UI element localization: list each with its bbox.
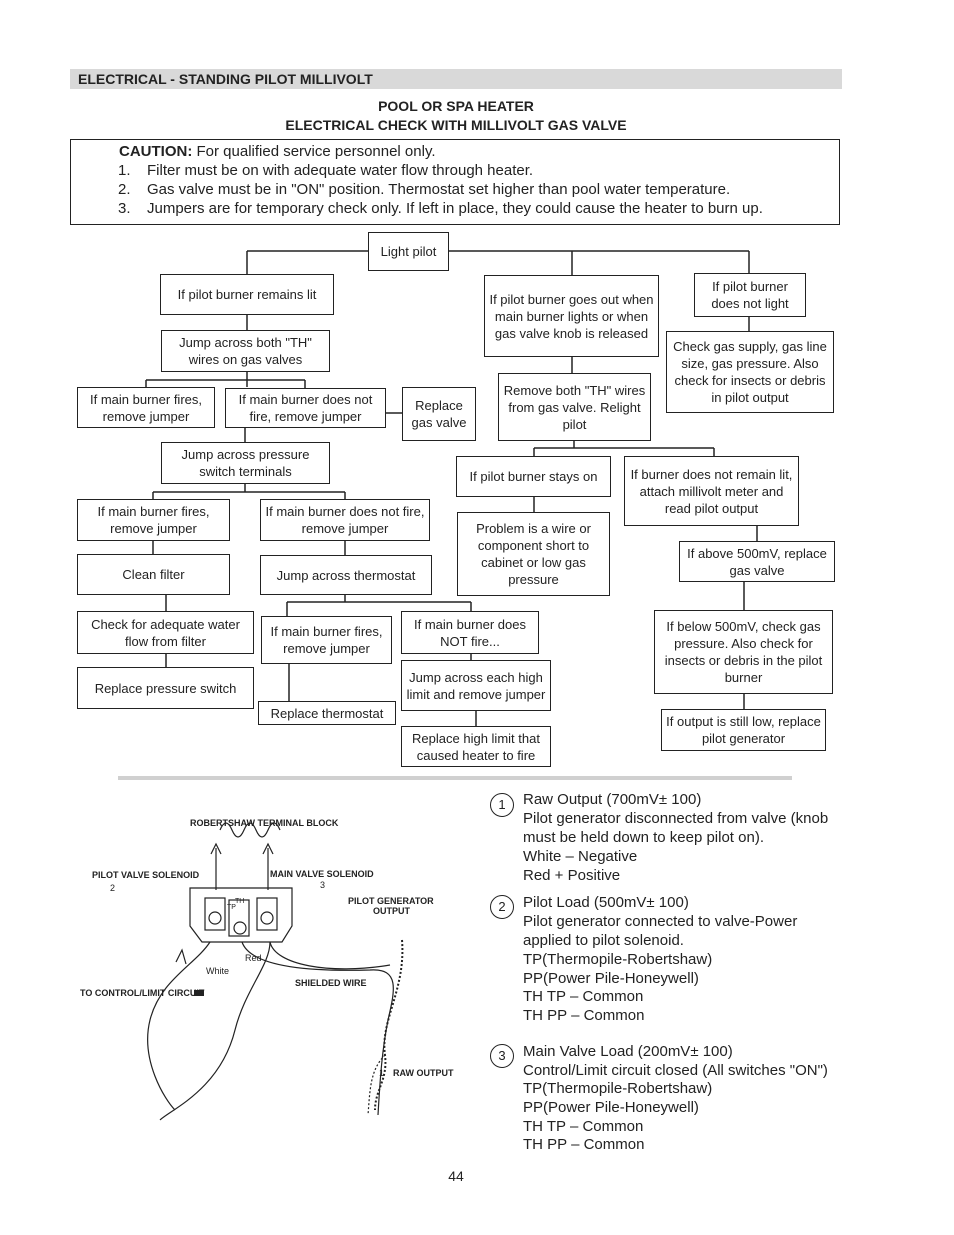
legend-line: White – Negative — [523, 848, 638, 865]
box-fires-remove-jumper: If main burner fires, remove jumper — [261, 616, 392, 664]
caution-text: For qualified service personnel only. — [192, 143, 436, 160]
box-above-500mv: If above 500mV, replace gas valve — [679, 541, 835, 582]
box-not-fire-remove-jumper: If main burner does not fire, remove jum… — [260, 499, 430, 541]
label-shielded-wire: SHIELDED WIRE — [295, 978, 367, 988]
box-jump-th: Jump across both "TH" wires on gas valve… — [161, 330, 330, 372]
legend-line: Control/Limit circuit closed (All switch… — [523, 1062, 828, 1079]
box-pilot-goes-out: If pilot burner goes out when main burne… — [484, 275, 659, 357]
label-pilot-solenoid: PILOT VALVE SOLENOID — [92, 870, 200, 880]
flowchart-connectors — [145, 250, 758, 726]
caution-item-num: 2. — [118, 181, 131, 198]
legend-line: must be held down to keep pilot on). — [523, 829, 764, 846]
label-raw-output: RAW OUTPUT — [393, 1068, 454, 1078]
marker-3: 3 — [320, 880, 326, 890]
page-number: 44 — [448, 1168, 464, 1184]
label-white: White — [206, 966, 230, 976]
legend-line: TH PP – Common — [523, 1136, 645, 1153]
legend-line: Pilot generator connected to valve-Power — [523, 913, 798, 930]
label-pilot-generator: PILOT GENERATOR — [348, 896, 434, 906]
legend-line: Pilot generator disconnected from valve … — [523, 810, 829, 827]
caution-item: Filter must be on with adequate water fl… — [147, 162, 534, 179]
legend-line: TH PP – Common — [523, 1007, 645, 1024]
label-output: OUTPUT — [373, 906, 410, 916]
box-replace-pressure-switch: Replace pressure switch — [77, 667, 254, 709]
label-control-limit: TO CONTROL/LIMIT CIRCUIT — [80, 988, 205, 998]
box-jump-thermostat: Jump across thermostat — [260, 555, 432, 595]
box-pilot-does-not-light: If pilot burner does not light — [694, 273, 806, 317]
legend-line: Raw Output (700mV± 100) — [523, 791, 702, 808]
label-tp: TP — [227, 904, 236, 911]
box-light-pilot: Light pilot — [368, 232, 449, 271]
box-replace-thermostat: Replace thermostat — [258, 701, 396, 725]
box-fires-remove-jumper: If main burner fires, remove jumper — [77, 499, 230, 541]
box-not-fire: If main burner does NOT fire... — [401, 611, 539, 654]
legend-line: Main Valve Load (200mV± 100) — [523, 1043, 733, 1060]
label-main-solenoid: MAIN VALVE SOLENOID — [270, 869, 374, 879]
wiring-diagram-art — [147, 822, 404, 1121]
caution-item: Gas valve must be in "ON" position. Ther… — [147, 181, 731, 198]
marker-2: 2 — [110, 883, 116, 893]
label-red: Red — [245, 953, 262, 963]
caution-item: Jumpers are for temporary check only. If… — [147, 200, 763, 217]
label-terminal-block: ROBERTSHAW TERMINAL BLOCK — [190, 818, 339, 828]
legend-line: TH TP – Common — [523, 988, 644, 1005]
box-wire-short-problem: Problem is a wire or component short to … — [457, 512, 610, 596]
box-replace-gas-valve: Replace gas valve — [402, 387, 476, 441]
box-pilot-stays-on: If pilot burner stays on — [456, 456, 611, 497]
box-below-500mv: If below 500mV, check gas pressure. Also… — [654, 610, 833, 694]
box-clean-filter: Clean filter — [77, 554, 230, 595]
caution-box: CAUTION: For qualified service personnel… — [70, 139, 840, 225]
heading-line-1: POOL OR SPA HEATER — [378, 98, 534, 114]
caution-label: CAUTION: — [119, 143, 193, 160]
caution-intro: CAUTION: For qualified service personnel… — [119, 143, 436, 160]
legend-number: 1 — [490, 793, 514, 817]
legend-line: TH TP – Common — [523, 1118, 644, 1135]
legend-line: Pilot Load (500mV± 100) — [523, 894, 689, 911]
section-title: ELECTRICAL - STANDING PILOT MILLIVOLT — [78, 71, 373, 87]
legend-line: PP(Power Pile-Honeywell) — [523, 970, 699, 987]
box-fires-remove-jumper: If main burner fires, remove jumper — [77, 387, 215, 428]
caution-item-num: 1. — [118, 162, 131, 179]
caution-item-num: 3. — [118, 200, 131, 217]
box-remains-lit: If pilot burner remains lit — [160, 274, 334, 315]
box-replace-high-limit: Replace high limit that caused heater to… — [401, 726, 551, 767]
box-not-fire-remove-jumper: If main burner does not fire, remove jum… — [225, 388, 386, 428]
section-header: ELECTRICAL - STANDING PILOT MILLIVOLT — [70, 69, 842, 89]
box-check-water-flow: Check for adequate water flow from filte… — [77, 611, 254, 654]
legend-line: Red + Positive — [523, 867, 621, 884]
wiring-diagram: ROBERTSHAW TERMINAL BLOCK PILOT VALVE SO… — [70, 790, 480, 1135]
box-output-still-low: If output is still low, replace pilot ge… — [661, 709, 826, 751]
label-th: TH — [235, 898, 245, 905]
legend-line: applied to pilot solenoid. — [523, 932, 684, 949]
legend-line: PP(Power Pile-Honeywell) — [523, 1099, 699, 1116]
legend-number: 2 — [490, 895, 514, 919]
box-remove-th-wires: Remove both "TH" wires from gas valve. R… — [498, 373, 651, 441]
box-burner-not-remain-lit: If burner does not remain lit, attach mi… — [624, 456, 799, 526]
legend-number: 3 — [490, 1044, 514, 1068]
section-divider — [118, 776, 792, 780]
legend-line: TP(Thermopile-Robertshaw) — [523, 1080, 713, 1097]
legend-line: TP(Thermopile-Robertshaw) — [523, 951, 713, 968]
heading-line-2: ELECTRICAL CHECK WITH MILLIVOLT GAS VALV… — [285, 117, 627, 133]
box-check-gas-supply: Check gas supply, gas line size, gas pre… — [666, 331, 834, 413]
box-jump-high-limit: Jump across each high limit and remove j… — [401, 660, 551, 711]
box-jump-pressure-switch: Jump across pressure switch terminals — [161, 442, 330, 484]
marker-1: 1 — [379, 1068, 385, 1078]
